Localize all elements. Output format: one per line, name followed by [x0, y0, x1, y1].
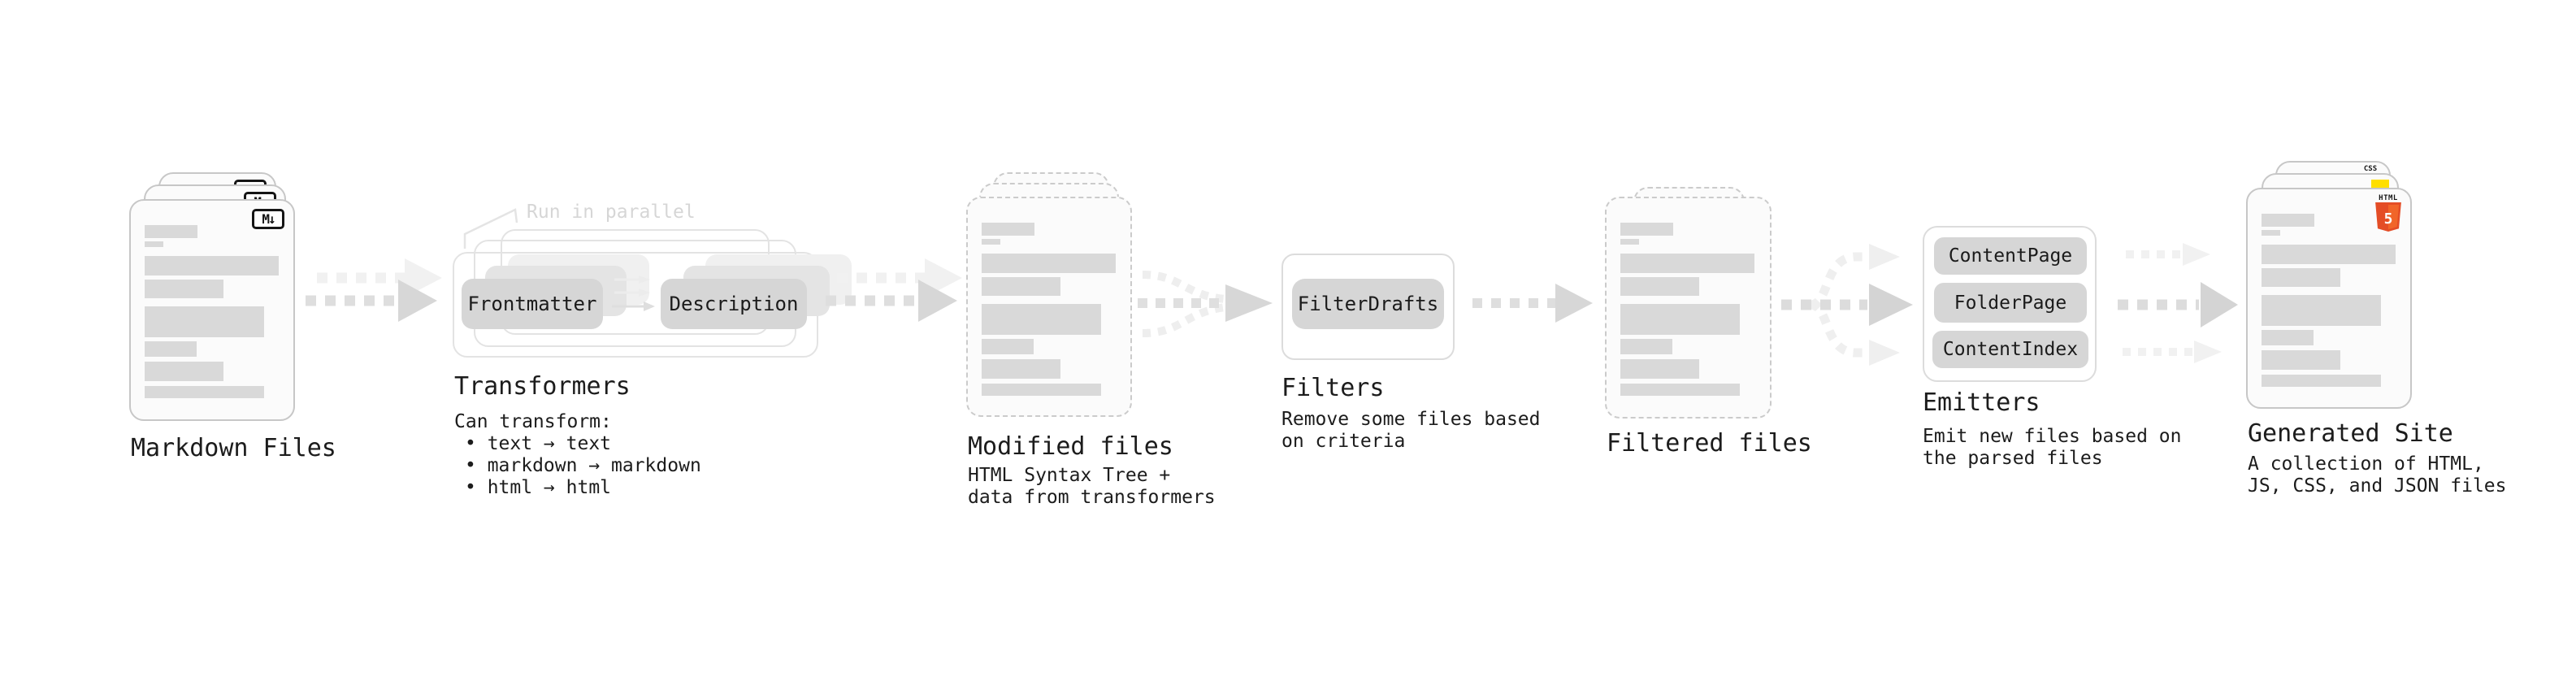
- emitters-title: Emitters: [1923, 388, 2040, 417]
- bullet-item: • markdown → markdown: [465, 455, 701, 476]
- emitters-desc: Emit new files based on the parsed files: [1923, 426, 2182, 469]
- svg-text:5: 5: [2384, 210, 2393, 228]
- run-in-parallel-note: Run in parallel: [527, 202, 696, 223]
- emitter-content-index-chip: ContentIndex: [1932, 331, 2088, 368]
- modified-files-desc: HTML Syntax Tree + data from transformer…: [968, 465, 1216, 508]
- transformers-desc-title: Can transform:: [454, 411, 612, 432]
- text-placeholder-bars: [2262, 189, 2396, 407]
- html5-icon: HTML 5: [2375, 194, 2401, 232]
- css-icon-text: CSS: [2363, 165, 2378, 173]
- filter-drafts-chip: FilterDrafts: [1292, 279, 1444, 329]
- text-placeholder-bars: [1620, 198, 1756, 417]
- parallel-arrows-icon: [612, 275, 655, 311]
- filters-title: Filters: [1281, 374, 1385, 402]
- bullet-item: • text → text: [465, 433, 612, 454]
- emitter-content-page-chip: ContentPage: [1934, 237, 2087, 275]
- arrow-transformers-to-modified: [826, 258, 962, 322]
- markdown-files-label: Markdown Files: [131, 434, 336, 462]
- modified-files-label: Modified files: [968, 432, 1173, 461]
- text-placeholder-bars: [145, 201, 280, 419]
- filtered-files-label: Filtered files: [1607, 429, 1812, 458]
- arrow-filtered-to-emitters: [1781, 244, 1913, 366]
- transformer-description-chip: Description: [661, 279, 807, 329]
- transformers-title: Transformers: [454, 372, 631, 401]
- transformers-bullet-list: • text → text • markdown → markdown • ht…: [465, 433, 701, 499]
- generated-site-desc: A collection of HTML, JS, CSS, and JSON …: [2248, 453, 2507, 497]
- emitter-folder-page-chip: FolderPage: [1934, 283, 2087, 323]
- arrow-filters-to-filtered: [1472, 284, 1593, 323]
- markdown-file-card-front: M↓: [129, 199, 295, 421]
- note-connector-line: [463, 208, 518, 249]
- filtered-file-card-front: [1605, 197, 1772, 419]
- arrow-markdown-to-transformers: [306, 258, 442, 322]
- arrow-modified-to-filters: [1138, 271, 1273, 337]
- text-placeholder-bars: [982, 198, 1117, 415]
- markdown-icon: M↓: [252, 209, 284, 229]
- bullet-item: • html → html: [465, 477, 612, 498]
- site-file-card-html: HTML 5: [2246, 188, 2412, 409]
- html5-shield: 5: [2375, 202, 2401, 232]
- filters-desc: Remove some files based on criteria: [1281, 409, 1541, 452]
- generated-site-label: Generated Site: [2248, 419, 2453, 448]
- html5-icon-text: HTML: [2379, 194, 2398, 202]
- transformer-frontmatter-chip: Frontmatter: [462, 279, 603, 329]
- arrow-emitters-to-site: [2118, 243, 2238, 363]
- modified-file-card-front: [966, 197, 1132, 417]
